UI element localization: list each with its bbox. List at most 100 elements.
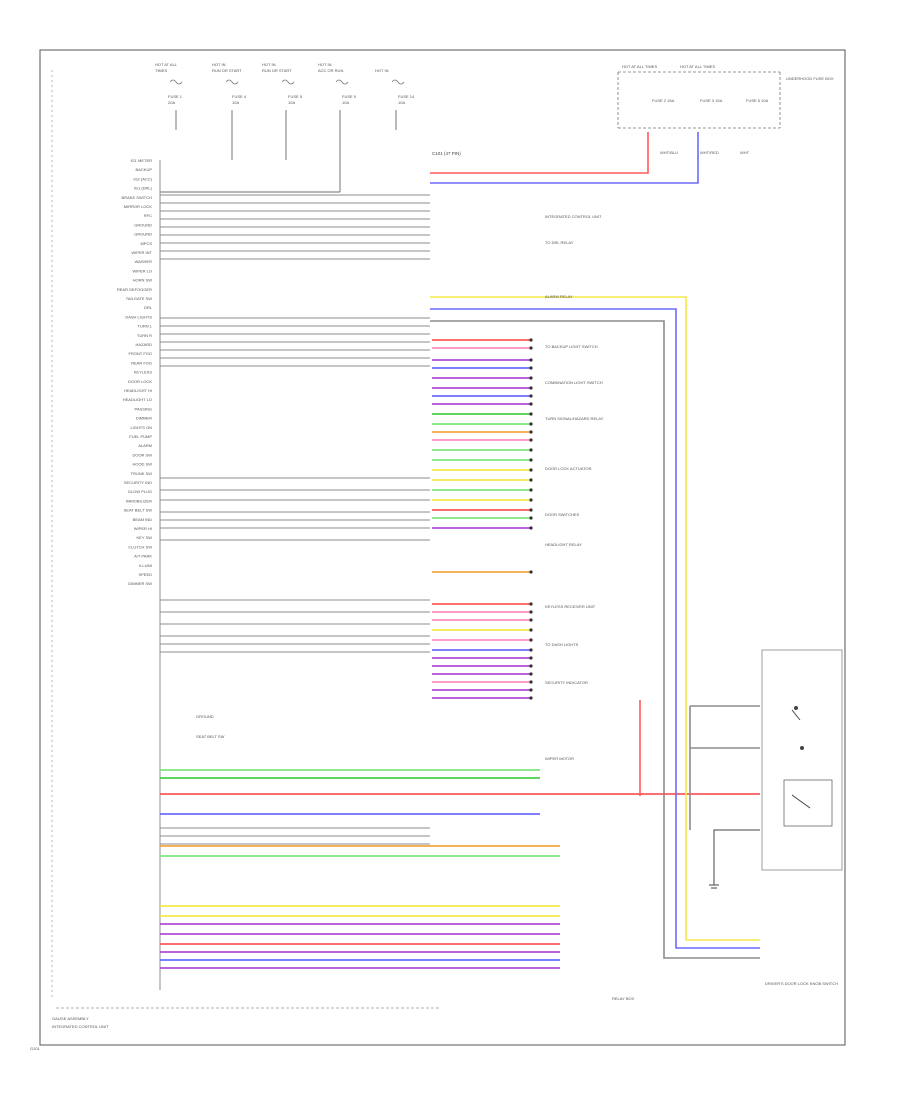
pin-label: SECURITY IND xyxy=(124,480,152,485)
pin-label: DASH LIGHTS xyxy=(125,314,152,319)
bottom-integrated-control-unit: INTEGRATED CONTROL UNIT xyxy=(52,1024,109,1029)
pin-label: FRONT FOG xyxy=(129,351,152,356)
pin-label: ILLUMI xyxy=(139,563,152,568)
pin-label: KEY SW xyxy=(137,535,153,540)
pin-label: HAZARD xyxy=(136,342,153,347)
wire-terminal xyxy=(529,394,533,398)
ground-symbol xyxy=(709,829,760,889)
pin-label: CLUTCH SW xyxy=(128,544,152,549)
wire-terminal xyxy=(529,638,533,642)
fuse-9-id: FUSE 9 xyxy=(342,94,357,99)
pin-label: MIRROR LOCK xyxy=(124,204,153,209)
pin-label: TAILGATE SW xyxy=(126,296,153,301)
top-right-hdr2: HOT AT ALL TIMES xyxy=(680,64,715,69)
door-switch-box xyxy=(761,649,843,871)
wire-terminal xyxy=(529,358,533,362)
wire-terminal xyxy=(529,376,533,380)
top-fuse-group: HOT AT ALL TIMES FUSE 1 20A HOT IN RUN O… xyxy=(155,62,415,105)
pin-label: WIPER INT xyxy=(131,250,152,255)
right-note: ALARM RELAY xyxy=(545,294,573,299)
fuse-4-id: FUSE 4 xyxy=(232,94,247,99)
top-fuse-symbols xyxy=(169,79,405,85)
pin-label: REAR DEFOGGER xyxy=(117,287,152,292)
pin-label: REAR FOG xyxy=(131,360,152,365)
fuse-5-line1: HOT IN xyxy=(262,62,276,67)
fuse-4-line1: HOT IN xyxy=(212,62,226,67)
pin-label: TRUNK SW xyxy=(131,471,153,476)
pin-label: DIMMER SW xyxy=(128,581,152,586)
top-right-fuse-6: FUSE 6 10A xyxy=(746,98,769,103)
pin-label: BEAM IND xyxy=(133,517,152,522)
pin-label: A/T PARK xyxy=(134,554,152,559)
bottom-gauge-assembly: GAUGE ASSEMBLY xyxy=(52,1016,89,1021)
pin-label: PASSING xyxy=(135,406,153,411)
lower-label-relay: GROUND xyxy=(196,714,214,719)
bottom-door-lock-switch: DRIVER'S DOOR LOCK KNOB SWITCH xyxy=(765,981,838,986)
pin-label: IG1 (DRL) xyxy=(134,186,153,191)
fuse-14-line1: HOT IN xyxy=(375,68,389,73)
wire-terminal xyxy=(529,508,533,512)
wire-terminal xyxy=(529,628,533,632)
wire-terminal xyxy=(529,664,533,668)
wire-terminal xyxy=(529,672,533,676)
right-note: TO BACKUP LIGHT SWITCH xyxy=(545,344,598,349)
wire-terminal xyxy=(529,366,533,370)
pin-label: DOOR LOCK xyxy=(128,379,152,384)
underhood-fuse-box: HOT AT ALL TIMES HOT AT ALL TIMES UNDERH… xyxy=(617,64,834,155)
right-note: COMBINATION LIGHT SWITCH xyxy=(545,380,603,385)
top-right-box-label: UNDERHOOD FUSE BOX xyxy=(786,76,834,81)
top-right-wire-2: WHT/RED xyxy=(700,150,719,155)
wire-terminal xyxy=(529,680,533,684)
wire-terminal xyxy=(529,488,533,492)
pin-label: GROUND xyxy=(134,232,152,237)
wire-terminal xyxy=(529,570,533,574)
fuse-1-line1: HOT AT ALL xyxy=(155,62,178,67)
wire-terminal xyxy=(529,602,533,606)
fuse-9-amps: 10A xyxy=(342,100,349,105)
fuse-14-amps: 10A xyxy=(398,100,405,105)
pin-label: HEADLIGHT HI xyxy=(124,388,152,393)
wire-terminal xyxy=(529,648,533,652)
connector-header: C101 (47 PIN) xyxy=(432,151,461,156)
right-note: TO DASH LIGHTS xyxy=(545,642,579,647)
bottom-relay-box: RELAY BOX xyxy=(612,996,635,1001)
fuse-5-amps: 10A xyxy=(288,100,295,105)
pin-label: DIMMER xyxy=(136,416,152,421)
fuse-1-line2: TIMES xyxy=(155,68,168,73)
pin-label: DRL xyxy=(144,305,153,310)
wire-terminal xyxy=(529,610,533,614)
pin-label: MPCS xyxy=(140,241,152,246)
wire-terminal xyxy=(529,468,533,472)
wire-terminal xyxy=(529,478,533,482)
pin-label: WASHER xyxy=(135,259,153,264)
top-right-hdr1: HOT AT ALL TIMES xyxy=(622,64,657,69)
pin-label: WIPER LO xyxy=(132,268,152,273)
pin-label: ALARM xyxy=(138,443,152,448)
wire-terminal xyxy=(529,430,533,434)
right-note: SECURITY INDICATOR xyxy=(545,680,588,685)
top-right-wire-3: WHT xyxy=(740,150,750,155)
right-note: TO DRL RELAY xyxy=(545,240,574,245)
bottom-footer: G101 xyxy=(30,1046,41,1051)
pin-label: IG2 (ACC) xyxy=(133,176,152,181)
right-note: WIPER MOTOR xyxy=(545,756,574,761)
fuse-4-line2: RUN OR START xyxy=(212,68,242,73)
pin-label: TURN L xyxy=(138,324,153,329)
pin-label: IMMOBILIZER xyxy=(126,498,152,503)
wire-terminal xyxy=(529,338,533,342)
vertical-runs xyxy=(430,132,760,959)
pin-label: HEADLIGHT LO xyxy=(123,397,152,402)
wire-terminal xyxy=(529,402,533,406)
wire-terminal xyxy=(529,526,533,530)
fuse-14-id: FUSE 14 xyxy=(398,94,415,99)
wire-terminal xyxy=(529,448,533,452)
pin-label: DOOR SW xyxy=(132,452,152,457)
pin-label: GROUND xyxy=(134,222,152,227)
pin-label: SEAT BELT SW xyxy=(124,508,153,513)
wire-gray-long xyxy=(430,320,760,959)
pin-label: IG1 METER xyxy=(130,158,152,163)
wire-terminal xyxy=(529,688,533,692)
